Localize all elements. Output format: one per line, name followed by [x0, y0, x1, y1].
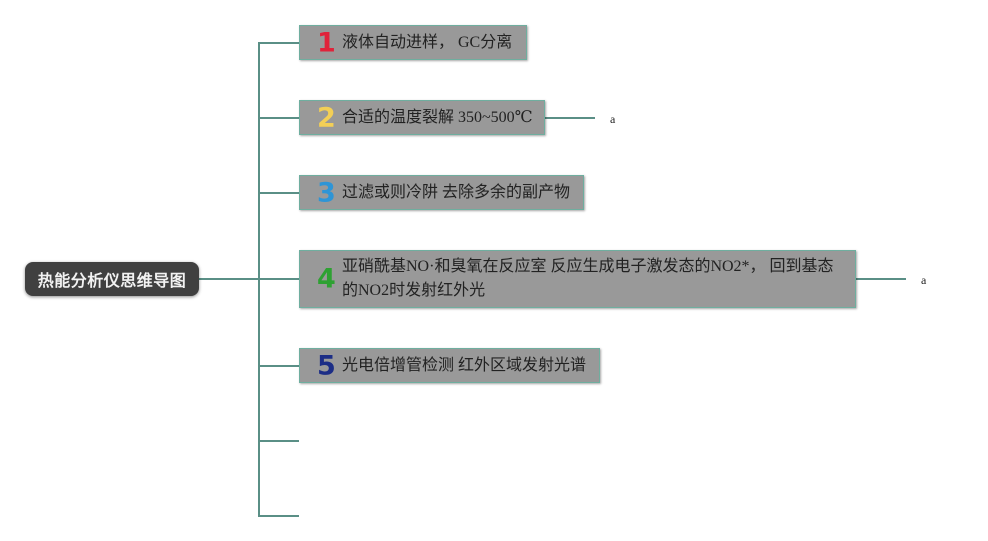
branch-3-connector — [258, 192, 299, 194]
branch-2-annotation[interactable]: a — [610, 112, 616, 126]
branch-4-text: 亚硝酰基NO·和臭氧在反应室 反应生成电子激发态的NO2*， 回到基态的NO2时… — [342, 258, 834, 299]
number-2-icon: 2 — [317, 102, 336, 133]
branch-4-annotation[interactable]: a — [921, 273, 927, 287]
branch-2-connector — [258, 117, 299, 119]
number-3-icon: 3 — [317, 177, 336, 208]
branch-node-4[interactable]: 4 亚硝酰基NO·和臭氧在反应室 反应生成电子激发态的NO2*， 回到基态的NO… — [299, 250, 856, 308]
branch-4-tail-line — [856, 278, 906, 280]
empty-branch-6 — [258, 440, 299, 442]
branch-4-connector — [258, 278, 299, 280]
branch-3-text: 过滤或则冷阱 去除多余的副产物 — [342, 183, 571, 201]
branch-2-tail-line — [545, 117, 595, 119]
number-1-icon: 1 — [317, 27, 336, 58]
branch-1-connector — [258, 42, 299, 44]
branch-node-5[interactable]: 5 光电倍增管检测 红外区域发射光谱 — [299, 348, 600, 383]
branch-1-text: 液体自动进样， GC分离 — [342, 33, 513, 51]
branch-node-1[interactable]: 1 液体自动进样， GC分离 — [299, 25, 527, 60]
branch-node-2[interactable]: 2 合适的温度裂解 350~500℃ — [299, 100, 545, 135]
branch-5-connector — [258, 365, 299, 367]
empty-branch-7 — [258, 515, 299, 517]
root-connector — [199, 278, 259, 280]
root-node[interactable]: 热能分析仪思维导图 — [25, 262, 199, 296]
root-label: 热能分析仪思维导图 — [37, 271, 187, 290]
branch-5-text: 光电倍增管检测 红外区域发射光谱 — [342, 356, 587, 374]
number-5-icon: 5 — [317, 350, 336, 381]
number-4-icon: 4 — [317, 263, 336, 295]
branch-2-text: 合适的温度裂解 350~500℃ — [342, 108, 533, 126]
branch-node-3[interactable]: 3 过滤或则冷阱 去除多余的副产物 — [299, 175, 584, 210]
